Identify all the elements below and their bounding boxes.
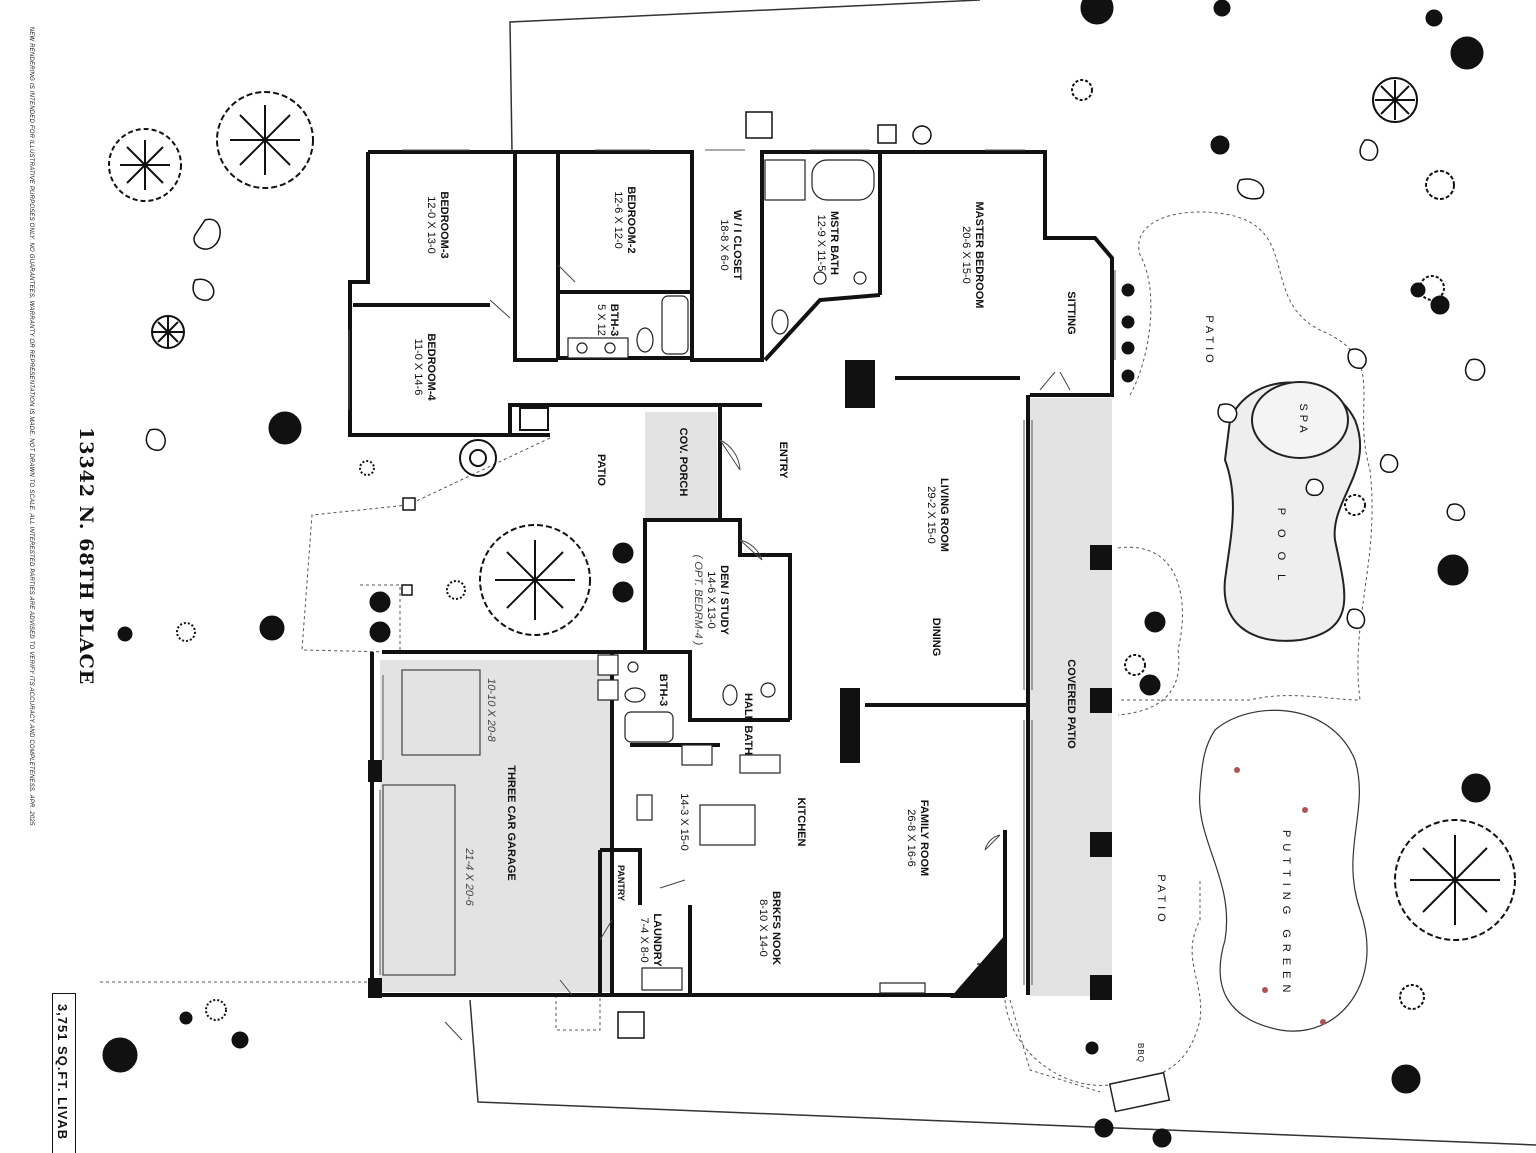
room-note: ( OPT. BEDRM-4 ) [692,554,704,646]
room-name: PATIO [595,454,607,486]
room-label-mstr-bath: MSTR BATH 12-9 X 11-5 [810,193,840,293]
spa-shape [1251,381,1349,459]
room-dimension: 5 X 12 [595,304,607,336]
putting-green-shape [1199,709,1368,1032]
shaded-areas [380,398,1112,996]
label-patio-bottom: PATIO [1155,874,1167,926]
fixtures [567,159,926,994]
room-dimension: 12-0 X 13-0 [425,196,437,254]
room-dimension: 14-3 X 15-0 [678,793,690,851]
room-name: BEDROOM-3 [438,191,450,259]
room-dimension: 29-2 X 15-0 [925,486,937,544]
room-name: MASTER BEDROOM [973,201,985,309]
room-name: FP [975,962,984,974]
area-box [52,993,76,1153]
room-dimension: 7-4 X 8-0 [638,917,650,963]
room-dimension: 21-4 X 20-6 [463,848,475,906]
room-label-bth3-lower: BTH-3 [655,660,669,720]
room-dimension: 26-8 X 16-6 [905,809,917,867]
garage-door-outlines [382,669,481,976]
room-name: BEDROOM-4 [425,333,437,401]
room-label-den: DEN / STUDY 14-6 X 13-0 ( OPT. BEDRM-4 ) [686,540,730,660]
bbq-grill [1108,1071,1171,1113]
landscape-boulders [145,111,1486,1039]
room-label-master: MASTER BEDROOM 20-6 X 15-0 [955,185,985,325]
room-dimension: 18-8 X 6-0 [718,219,730,271]
label-spa: SPA [1297,403,1309,437]
label-patio-top: PATIO [1203,315,1215,367]
landscape-trees [108,77,1516,1021]
door-swings [444,264,1071,1041]
room-label-bedroom4: BEDROOM-4 11-0 X 14-6 [407,307,437,427]
room-label-bedroom3: BEDROOM-3 12-0 X 13-0 [420,165,450,285]
room-name: W / I CLOSET [731,209,743,281]
room-name: KITCHEN [795,797,807,847]
room-label-covered-patio: COVERED PATIO [1063,644,1077,764]
room-name: DINING [930,617,942,657]
backyard-features [1004,211,1373,1113]
room-name: HALF BATH [742,693,754,756]
room-label-entry: ENTRY [775,430,789,490]
room-label-kitchen: KITCHEN [793,792,807,852]
room-label-bth3-upper: BTH-3 5 X 12 [590,285,620,355]
room-name: ENTRY [777,441,789,479]
room-name: SITTING [1065,291,1077,335]
room-name: COVERED PATIO [1065,659,1077,749]
room-label-closet: W / I CLOSET 18-8 X 6-0 [713,185,743,305]
room-dimension: 8-10 X 14-0 [757,899,769,957]
room-label-living: LIVING ROOM 29-2 X 15-0 [920,450,950,580]
lower-patio-outline [1004,880,1202,1086]
dashed-paths [100,437,1183,1093]
garage-dimension-large: 21-4 X 20-6 [461,827,475,927]
room-dimension: 10-10 X 20-8 [485,678,497,742]
wall-columns [368,360,1112,1000]
room-dimension: 12-6 X 12-0 [612,191,624,249]
label-bbq: BBQ [1136,1043,1145,1063]
property-lines [469,0,1536,1146]
room-dimension: 11-0 X 14-6 [412,338,424,396]
room-name: BEDROOM-2 [625,186,637,254]
garage-dimension-small: 10-10 X 20-8 [483,660,497,760]
room-name: BTH-3 [608,303,620,337]
walls [348,150,1114,997]
room-name: MSTR BATH [828,211,840,275]
disclaimer-text: NEW RENDERING IS INTENDED FOR ILLUSTRATI… [28,26,34,828]
room-label-brkfs: BRKFS NOOK 8-10 X 14-0 [752,878,782,978]
room-label-sitting: SITTING [1063,278,1077,348]
property-address: 13342 N. 68TH PLACE [75,427,97,686]
room-name: DEN / STUDY [718,565,730,635]
room-label-laundry: LAUNDRY 7-4 X 8-0 [633,900,663,980]
room-label-dining: DINING [928,607,942,667]
room-name: LIVING ROOM [938,478,950,552]
room-label-patio-left: PATIO [593,440,607,500]
room-label-bedroom2: BEDROOM-2 12-6 X 12-0 [607,160,637,280]
room-dimension: 12-9 X 11-5 [815,214,827,272]
room-name: FAMILY ROOM [918,799,930,877]
room-dimension: 14-6 X 13-0 [705,571,717,629]
room-name: PANTRY [616,865,626,901]
windows [348,149,1116,985]
label-putting-green: PUTTING GREEN [1280,830,1292,999]
room-label-half-bath: HALF BATH [740,693,754,755]
room-label-family: FAMILY ROOM 26-8 X 16-6 [900,773,930,903]
room-label-garage: THREE CAR GARAGE [503,743,517,903]
label-pool: POOL [1275,507,1287,595]
room-name: LAUNDRY [651,913,663,967]
room-name: COV. PORCH [677,427,689,497]
landscape-plants [102,0,1491,1148]
room-label-pantry: PANTRY [615,858,627,908]
room-dimension: 20-6 X 15-0 [960,226,972,284]
kitchen-dimension: 14-3 X 15-0 [676,782,690,862]
room-name: THREE CAR GARAGE [505,765,517,881]
patio-outline [1118,211,1373,701]
room-name: BRKFS NOOK [770,891,782,965]
room-label-fp: FP [974,956,986,980]
room-label-cov-porch: COV. PORCH [675,422,689,502]
room-name: BTH-3 [657,673,669,707]
